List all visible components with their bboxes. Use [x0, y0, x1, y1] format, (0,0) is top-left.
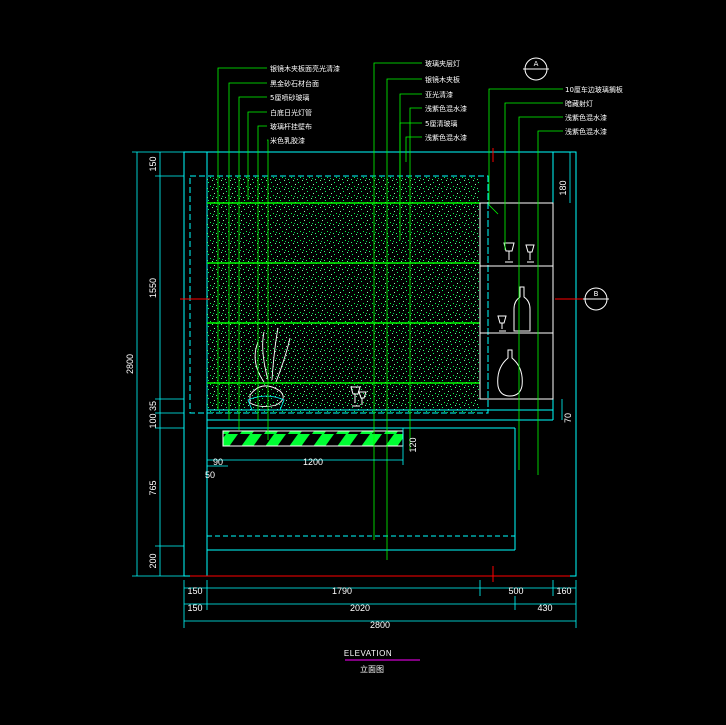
- dim-left-200: 200: [148, 553, 158, 568]
- svg-text:500: 500: [508, 586, 523, 596]
- dim-left-100: 100: [148, 413, 158, 428]
- drawing-title: ELEVATION 立面图: [344, 649, 420, 674]
- section-marker-b: B: [583, 287, 609, 311]
- svg-text:150: 150: [187, 586, 202, 596]
- dim-left-2800: 2800: [125, 354, 135, 374]
- section-marker-a: A: [523, 57, 549, 81]
- dim-inner-1200: 1200: [303, 457, 323, 467]
- svg-text:430: 430: [537, 603, 552, 613]
- note-left-5: 玻璃杆挂壁布: [270, 122, 312, 131]
- dimension-lines: [132, 151, 577, 628]
- svg-text:2020: 2020: [350, 603, 370, 613]
- dim-right-70: 70: [563, 413, 573, 423]
- notes-middle: 玻璃夹层灯 银镜木夹板 亚光清漆 浅紫色混水漆 5厘清玻璃 浅紫色混水漆: [425, 59, 467, 142]
- note-right-4: 浅紫色混水漆: [565, 127, 607, 136]
- dims-right: 180 70: [558, 180, 573, 423]
- counter-band: [222, 430, 404, 447]
- note-left-3: 5厘喷砂玻璃: [270, 93, 309, 102]
- glass-shelves: [479, 202, 554, 400]
- note-left-1: 银镜木夹板面亮光清漆: [270, 64, 340, 73]
- note-right-2: 暗藏射灯: [565, 99, 593, 108]
- dims-bottom: 150 1790 500 160 150 2020 430 2800: [187, 586, 571, 630]
- notes-right: 10厘车边玻璃搁板 暗藏射灯 浅紫色混水漆 浅紫色混水漆: [565, 85, 623, 136]
- wine-glass-icon: [350, 242, 535, 407]
- note-mid-1: 玻璃夹层灯: [425, 59, 460, 68]
- note-right-3: 浅紫色混水漆: [565, 113, 607, 122]
- dims-inner: 90 50 1200 120: [205, 437, 418, 480]
- note-left-6: 米色乳胶漆: [270, 136, 305, 145]
- svg-text:A: A: [534, 60, 539, 68]
- svg-text:150: 150: [187, 603, 202, 613]
- note-mid-3: 亚光清漆: [425, 90, 453, 99]
- notes-left: 银镜木夹板面亮光清漆 黑金砂石材台面 5厘喷砂玻璃 白底日光灯管 玻璃杆挂壁布 …: [270, 64, 340, 145]
- note-right-1: 10厘车边玻璃搁板: [565, 85, 623, 94]
- svg-text:2800: 2800: [370, 620, 390, 630]
- title-elevation: ELEVATION: [344, 649, 392, 658]
- dim-inner-90: 90: [213, 457, 223, 467]
- svg-text:160: 160: [556, 586, 571, 596]
- note-mid-2: 银镜木夹板: [425, 75, 460, 84]
- note-left-4: 白底日光灯管: [270, 108, 312, 117]
- note-left-2: 黑金砂石材台面: [270, 79, 319, 88]
- title-subtitle: 立面图: [360, 664, 384, 674]
- axis-lines: [180, 148, 585, 582]
- note-mid-4: 浅紫色混水漆: [425, 104, 467, 113]
- dim-inner-120: 120: [408, 437, 418, 452]
- bottle-icon: [497, 286, 531, 397]
- glass-panel: [207, 176, 553, 413]
- leader-lines: [217, 62, 563, 560]
- dim-left-1550: 1550: [148, 278, 158, 298]
- svg-text:B: B: [594, 290, 599, 298]
- plant-base: [247, 395, 285, 411]
- dim-left-150: 150: [148, 156, 158, 171]
- dim-left-765: 765: [148, 480, 158, 495]
- dim-inner-50: 50: [205, 470, 215, 480]
- note-mid-5: 5厘清玻璃: [425, 119, 457, 128]
- dim-right-180: 180: [558, 180, 568, 195]
- section-markers: A B: [523, 57, 609, 311]
- dim-left-35: 35: [148, 401, 158, 411]
- svg-text:1790: 1790: [332, 586, 352, 596]
- note-mid-6: 浅紫色混水漆: [425, 133, 467, 142]
- dims-left: 150 1550 35 100 765 200 2800: [125, 156, 158, 568]
